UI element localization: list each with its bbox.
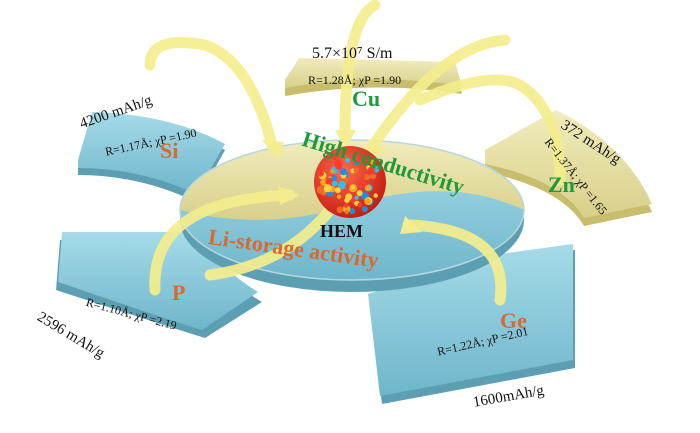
atom-dot — [358, 180, 366, 188]
atom-dot — [330, 169, 335, 174]
atom-dot — [323, 184, 332, 193]
atom-dot — [316, 186, 325, 194]
atom-dot — [317, 170, 324, 177]
atom-dot — [335, 162, 343, 170]
atom-dot — [354, 161, 359, 166]
atom-dot — [364, 185, 371, 191]
atom-dot — [335, 187, 341, 194]
si-symbol: Si — [160, 138, 179, 163]
atom-dot — [364, 198, 371, 205]
hem-label: HEM — [320, 221, 363, 241]
atom-dot — [344, 197, 350, 203]
cu-properties: R=1.28Å; χP =1.90 — [308, 73, 402, 87]
atom-dot — [353, 167, 360, 174]
ge-symbol: Ge — [500, 308, 527, 333]
atom-dot — [331, 175, 337, 181]
atom-dot — [344, 210, 349, 215]
atom-dot — [345, 157, 351, 163]
arrows — [144, 0, 566, 306]
atom-dot — [370, 173, 377, 179]
atom-dot — [354, 195, 359, 200]
atom-dot — [345, 184, 350, 189]
hem-particle — [314, 146, 386, 218]
atom-dot — [367, 166, 376, 174]
atom-dot — [357, 202, 363, 208]
atom-dot — [325, 177, 334, 186]
p-symbol: P — [172, 280, 186, 305]
atom-dot — [373, 193, 378, 198]
atom-dot — [350, 185, 356, 190]
atom-dot — [336, 194, 342, 199]
cu-conductivity: 5.7×10⁷ S/m — [312, 45, 393, 62]
atom-dot — [332, 155, 338, 161]
atom-dot — [338, 181, 347, 190]
atom-dot — [356, 190, 363, 197]
atom-dot — [364, 174, 370, 181]
tile-si — [78, 112, 225, 202]
atom-dot — [370, 159, 376, 166]
atom-dot — [343, 203, 349, 208]
zn-symbol: Zn — [548, 172, 575, 197]
atom-dot — [331, 180, 338, 187]
tile-zn — [485, 110, 652, 226]
atom-dot — [361, 206, 368, 212]
atom-dot — [336, 206, 344, 214]
atom-dot — [349, 208, 356, 215]
cu-symbol: Cu — [352, 86, 381, 111]
atom-dot — [339, 168, 347, 176]
